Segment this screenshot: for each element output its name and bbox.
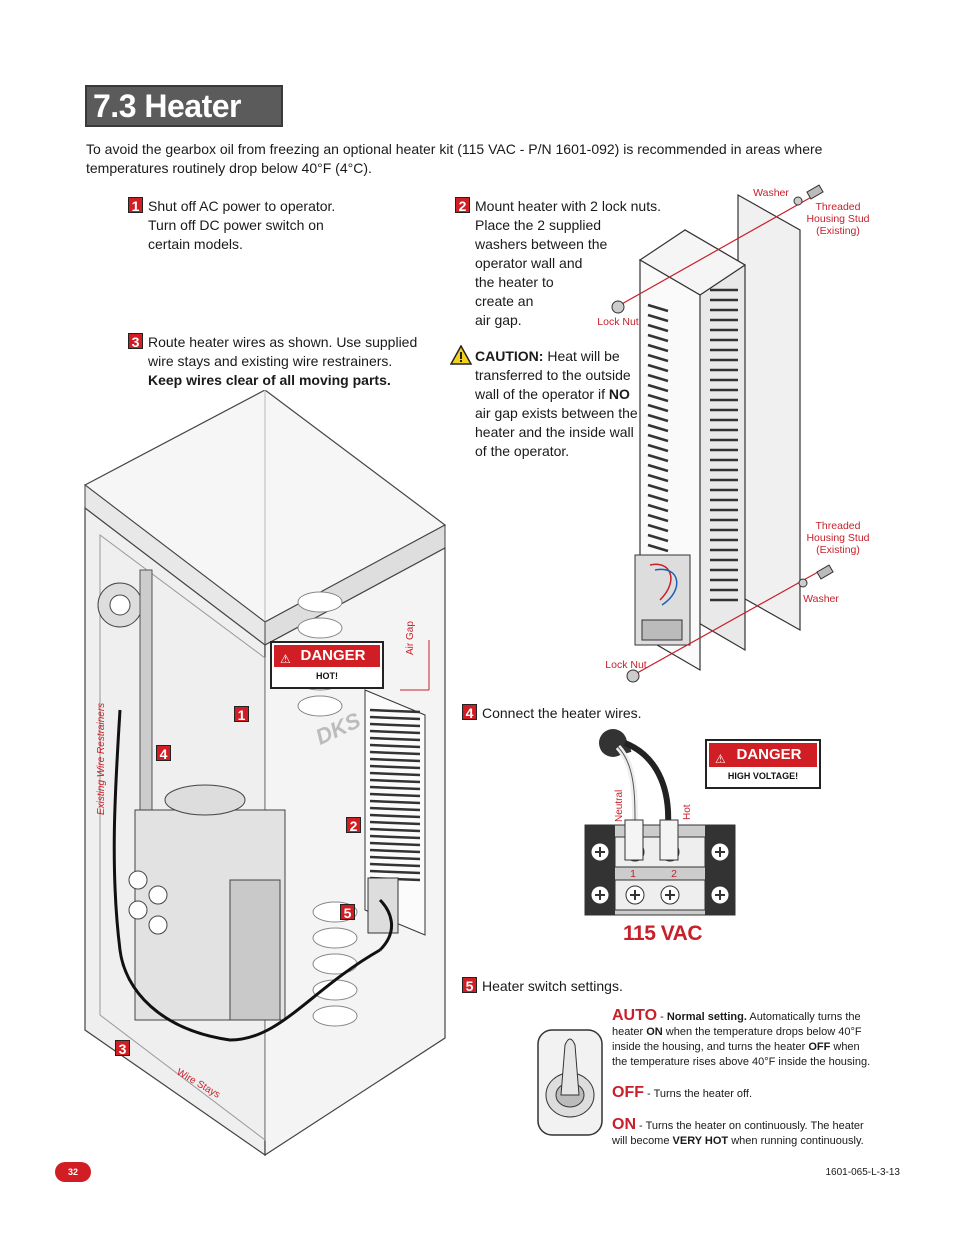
callout-4: 4 — [156, 745, 171, 762]
intro-paragraph: To avoid the gearbox oil from freezing a… — [86, 141, 823, 176]
on-text: will become — [612, 1135, 673, 1147]
operator-housing-illustration — [83, 390, 447, 1157]
terminal-1-label: 1 — [630, 868, 636, 880]
step-2-line: Place the 2 supplied — [475, 217, 602, 233]
warning-triangle-icon — [450, 345, 472, 365]
heater-mount-illustration — [611, 184, 834, 683]
caution-note: CAUTION: Heat will be transferred to the… — [450, 345, 650, 462]
washer-bottom-label: Washer — [803, 593, 839, 605]
danger-hot-sub: HOT! — [316, 671, 338, 681]
callout-5: 5 — [340, 904, 355, 921]
step-4-text: Connect the heater wires. — [482, 705, 642, 721]
stud-bottom-line: Threaded — [815, 520, 861, 532]
auto-text: when the temperature drops below 40°F — [662, 1026, 862, 1038]
step-5-text: Heater switch settings. — [482, 978, 623, 994]
washer-top-label: Washer — [753, 187, 789, 199]
terminal-screws — [590, 842, 730, 905]
auto-bold: Normal setting. — [666, 1011, 747, 1023]
wiring-diagram — [584, 729, 736, 916]
caution-label: CAUTION: — [475, 348, 544, 364]
on-word: ON — [646, 1026, 663, 1038]
step-2-line: create an — [475, 293, 534, 309]
stud-top-line: Threaded — [815, 201, 861, 213]
callout-3: 3 — [115, 1040, 130, 1057]
stud-bottom-label: Threaded Housing Stud (Existing) — [800, 520, 876, 556]
stud-bottom-line: Housing Stud — [806, 532, 870, 544]
off-text: - Turns the heater off. — [644, 1088, 753, 1100]
step-1-line: Shut off AC power to operator. — [148, 198, 336, 214]
step-2: 2 Mount heater with 2 lock nuts. Place t… — [455, 197, 675, 337]
auto-text: the temperature rises above 40°F inside … — [612, 1056, 871, 1068]
step-3-line: Route heater wires as shown. Use supplie… — [148, 334, 418, 350]
step-1-line: Turn off DC power switch on — [148, 217, 324, 233]
on-text: when running continuously. — [728, 1135, 864, 1147]
on-label: ON — [612, 1116, 636, 1133]
caution-line: of the operator. — [475, 443, 570, 459]
auto-text: Automatically turns the — [746, 1011, 861, 1023]
step-4-badge: 4 — [462, 704, 477, 721]
page-number: 32 — [55, 1162, 91, 1182]
step-3-line: wire stays and existing wire restrainers… — [148, 353, 393, 369]
auto-label: AUTO — [612, 1007, 658, 1024]
caution-line: transferred to the outside — [475, 367, 631, 383]
step-1-badge: 1 — [128, 197, 143, 214]
step-3: 3 Route heater wires as shown. Use suppl… — [128, 333, 428, 393]
step-3-badge: 3 — [128, 333, 143, 350]
caution-line: heater and the inside wall — [475, 424, 634, 440]
auto-setting: AUTO - Normal setting. Automatically tur… — [612, 1007, 892, 1069]
warning-triangle-icon: ⚠ — [280, 652, 291, 666]
caution-no: NO — [608, 386, 630, 402]
very-hot: VERY HOT — [672, 1135, 729, 1147]
stud-top-label: Threaded Housing Stud (Existing) — [800, 201, 876, 237]
terminal-2-label: 2 — [671, 868, 677, 880]
locknut-bottom-label: Lock Nut — [605, 659, 647, 671]
step-2-line: washers between the — [475, 236, 608, 252]
step-2-badge: 2 — [455, 197, 470, 214]
caution-line: wall of the operator if — [475, 386, 605, 402]
document-code: 1601-065-L-3-13 — [825, 1167, 901, 1178]
step-2-line: the heater to — [475, 274, 554, 290]
stud-top-line: Housing Stud — [806, 213, 870, 225]
danger-voltage-head: DANGER — [736, 746, 802, 763]
danger-voltage-sub: HIGH VOLTAGE! — [727, 771, 799, 781]
auto-text: when — [830, 1041, 860, 1053]
toggle-switch-icon — [537, 1029, 603, 1136]
step-2-line: operator wall and — [475, 255, 583, 271]
air-gap-label: Air Gap — [405, 621, 416, 655]
off-setting: OFF - Turns the heater off. — [612, 1085, 892, 1102]
operator-heater-vents — [369, 708, 421, 882]
danger-hot-head: DANGER — [300, 647, 366, 664]
hot-label: Hot — [682, 804, 693, 820]
off-word: OFF — [808, 1041, 831, 1053]
step-4: 4 Connect the heater wires. — [462, 704, 682, 724]
danger-hot-label: ⚠ DANGER HOT! — [270, 641, 384, 689]
callout-1: 1 — [234, 706, 249, 723]
step-5: 5 Heater switch settings. — [462, 977, 682, 997]
existing-wire-restrainers-label: Existing Wire Restrainers — [96, 702, 107, 815]
voltage-label: 115 VAC — [623, 922, 703, 945]
step-5-badge: 5 — [462, 977, 477, 994]
off-label: OFF — [612, 1084, 644, 1101]
step-1-line: certain models. — [148, 236, 243, 252]
caution-line: Heat will be — [547, 348, 620, 364]
neutral-label: Neutral — [614, 789, 625, 822]
auto-text: inside the housing, and turns the heater — [612, 1041, 809, 1053]
step-3-warning: Keep wires clear of all moving parts. — [148, 372, 391, 388]
caution-line: air gap exists between the — [475, 405, 638, 421]
locknut-top-label: Lock Nut — [597, 316, 639, 328]
warning-triangle-icon: ⚠ — [715, 752, 726, 766]
auto-sep: - — [657, 1011, 667, 1023]
step-2-line: Mount heater with 2 lock nuts. — [475, 198, 661, 214]
stud-bottom-line: (Existing) — [816, 544, 860, 556]
step-1: 1 Shut off AC power to operator. Turn of… — [128, 197, 388, 257]
stud-top-line: (Existing) — [816, 225, 860, 237]
danger-high-voltage-label: ⚠ DANGER HIGH VOLTAGE! — [705, 739, 821, 789]
heater-vent-slots — [647, 288, 738, 602]
on-text: - Turns the heater on continuously. The … — [636, 1120, 864, 1132]
callout-2: 2 — [346, 817, 361, 834]
on-setting: ON - Turns the heater on continuously. T… — [612, 1117, 892, 1149]
step-2-line: air gap. — [475, 312, 522, 328]
auto-text: heater — [612, 1026, 647, 1038]
page-title: 7.3 Heater Kit — [85, 85, 283, 162]
